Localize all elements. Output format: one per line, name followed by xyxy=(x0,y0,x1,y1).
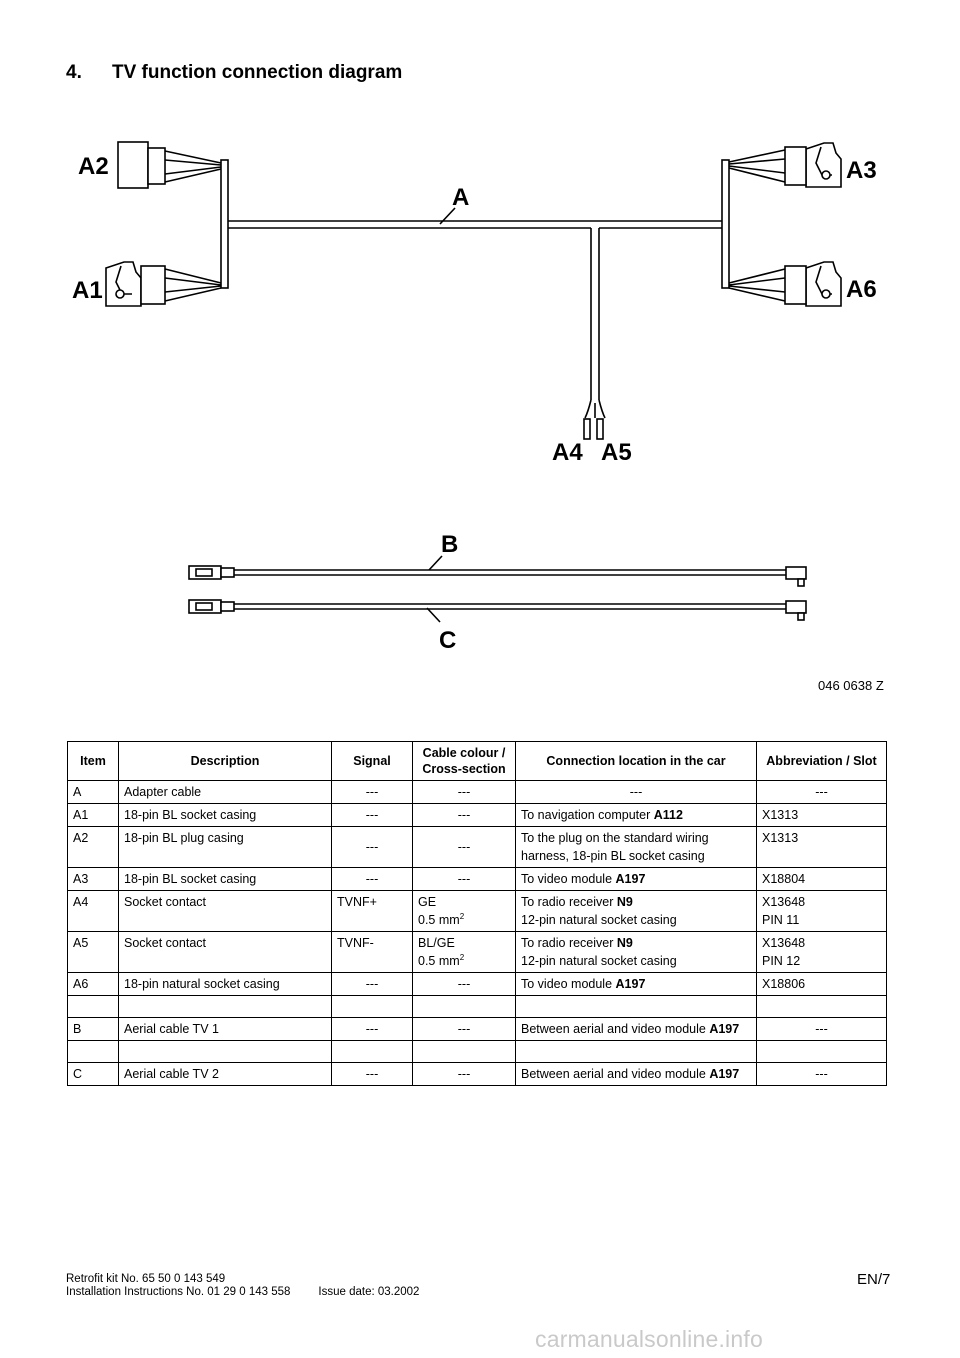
a3-socket-taper xyxy=(728,149,786,183)
label-b: B xyxy=(441,531,458,558)
table-row: A6 18-pin natural socket casing --- --- … xyxy=(67,972,887,996)
leader-a xyxy=(439,207,456,225)
page-number: EN/7 xyxy=(857,1271,891,1288)
leader-b xyxy=(428,555,443,571)
section-heading: 4. TV function connection diagram xyxy=(66,62,402,84)
table-spacer-row xyxy=(67,995,887,1018)
header-signal: Signal xyxy=(331,741,413,781)
harness-left-bar xyxy=(220,159,229,289)
cable-b-angle-tip xyxy=(797,578,805,587)
harness-drop xyxy=(590,228,600,400)
leader-c xyxy=(426,607,441,623)
harness-split xyxy=(584,399,606,419)
cable-c-wire xyxy=(234,603,786,610)
table-row: A1 18-pin BL socket casing --- --- To na… xyxy=(67,803,887,827)
a2-plug-collar xyxy=(147,147,166,185)
cable-b-wire xyxy=(234,569,786,576)
a3-socket-pin xyxy=(821,170,831,180)
header-abbrev: Abbreviation / Slot xyxy=(756,741,887,781)
a1-socket-taper xyxy=(164,268,222,302)
cable-c-ferrule xyxy=(220,601,235,612)
table-row: A3 18-pin BL socket casing --- --- To vi… xyxy=(67,867,887,891)
label-a4: A4 xyxy=(552,439,583,466)
a6-socket-body xyxy=(805,261,842,307)
a2-plug-body xyxy=(117,141,149,189)
a6-socket-taper xyxy=(728,268,786,302)
header-cable: Cable colour /Cross-section xyxy=(412,741,516,781)
a4-contact xyxy=(583,418,591,440)
a1-socket-pin xyxy=(115,289,125,299)
header-item: Item xyxy=(67,741,119,781)
section-title: TV function connection diagram xyxy=(112,62,403,83)
cable-c-plug-inner xyxy=(195,602,213,611)
a6-socket-pin xyxy=(821,289,831,299)
label-a3: A3 xyxy=(846,157,877,184)
a3-socket-body xyxy=(805,142,842,188)
table-row: A Adapter cable --- --- --- --- xyxy=(67,780,887,804)
cable-b-angle-connector xyxy=(785,566,807,580)
table-header-row: Item Description Signal Cable colour /Cr… xyxy=(67,741,887,781)
cable-b-ferrule xyxy=(220,567,235,578)
connection-diagram: A A1 A2 A3 A6 A4 A5 B C xyxy=(72,141,877,654)
section-number: 4. xyxy=(66,62,82,83)
a5-contact xyxy=(596,418,604,440)
label-a5: A5 xyxy=(601,439,632,466)
a1-socket-collar xyxy=(140,265,166,305)
cable-c-angle-connector xyxy=(785,600,807,614)
a3-socket-collar xyxy=(784,146,807,186)
a1-socket-latch xyxy=(115,265,132,295)
cable-c-angle-tip xyxy=(797,612,805,621)
cable-b-plug-inner xyxy=(195,568,213,577)
connection-table: Item Description Signal Cable colour /Cr… xyxy=(67,741,887,1086)
table-row: B Aerial cable TV 1 --- --- Between aeri… xyxy=(67,1017,887,1041)
label-a1: A1 xyxy=(72,277,103,304)
table-spacer-row xyxy=(67,1040,887,1063)
document-footer: Retrofit kit No. 65 50 0 143 549 Install… xyxy=(66,1273,419,1299)
a1-socket-body xyxy=(105,261,142,307)
header-description: Description xyxy=(118,741,332,781)
label-a: A xyxy=(452,184,469,211)
watermark: carmanualsonline.info xyxy=(535,1326,763,1352)
a2-plug-taper xyxy=(164,150,222,183)
header-location: Connection location in the car xyxy=(515,741,757,781)
table-row: C Aerial cable TV 2 --- --- Between aeri… xyxy=(67,1062,887,1086)
a6-socket-collar xyxy=(784,265,807,305)
label-a2: A2 xyxy=(78,153,109,180)
table-row: A2 18-pin BL plug casing --- --- To the … xyxy=(67,826,887,868)
label-c: C xyxy=(439,627,456,654)
issue-date: Issue date: 03.2002 xyxy=(318,1286,420,1298)
figure-reference: 046 0638 Z xyxy=(818,678,884,693)
retrofit-kit-number: Retrofit kit No. 65 50 0 143 549 xyxy=(66,1273,226,1285)
harness-right-bar xyxy=(721,159,730,289)
label-a6: A6 xyxy=(846,276,877,303)
instructions-number: Installation Instructions No. 01 29 0 14… xyxy=(66,1286,291,1298)
